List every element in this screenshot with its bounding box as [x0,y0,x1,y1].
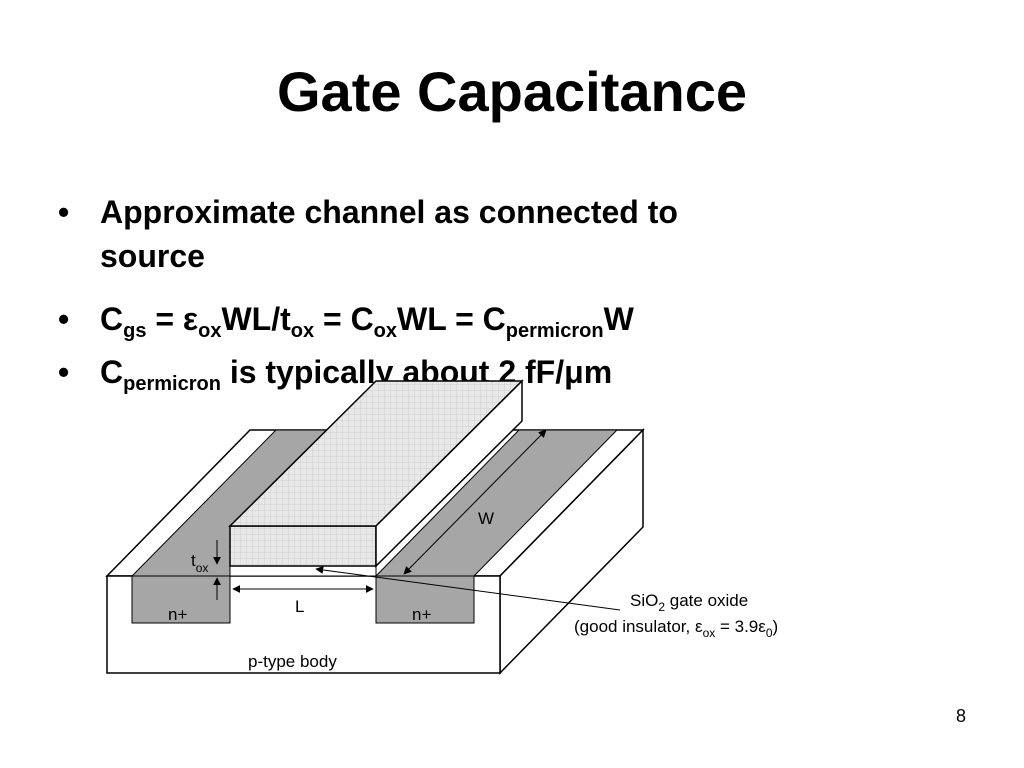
eq-c: C [100,301,124,337]
oxide-label-line-2: (good insulator, εox = 3.9ε0) [574,617,778,640]
bullet-text: Approximate channel as connected to sour… [100,190,678,278]
bullet-text-line-2: source [100,238,205,274]
bullet-text-line-1: Approximate channel as connected to [100,194,678,230]
label-tox-sub: ox [196,561,209,575]
oxide-good-insulator: (good insulator, [574,617,695,636]
page-number: 8 [955,706,966,726]
eq-tox-sub: ox [290,320,315,342]
oxide-equals: = 3.9 [715,617,758,636]
dimension-tox: tox [191,540,221,600]
label-p-type-body: p-type body [248,652,337,671]
slide-title: Gate Capacitance [277,60,747,123]
bullet-marker: • [58,194,70,230]
oxide-callout: SiO2 gate oxide (good insulator, εox = 3… [315,565,778,640]
label-w: W [478,509,494,528]
oxide-eps0-sub: 0 [766,626,773,640]
eq-w: W [603,301,634,337]
cgs-equation: Cgs = εoxWL/tox = CoxWL = CpermicronW [100,297,634,341]
oxide-label-line-1: SiO2 gate oxide [630,591,748,614]
eq-wl-equals: WL = C [397,301,506,337]
oxide-gate-oxide: gate oxide [665,591,748,610]
oxide-sio-sub: 2 [658,600,665,614]
bullet-marker: • [58,301,70,337]
label-tox-t: t [191,551,196,570]
eq-epsilon: ε [182,301,199,337]
eq-gs-sub: gs [123,320,147,342]
eq-ox-sub: ox [198,320,222,342]
dimension-l: L [232,585,374,616]
w-dimension-arrow [403,429,547,575]
oxide-leader-line [315,565,621,611]
b3-permicron-sub: permicron [123,373,221,395]
oxide-close-paren: ) [773,617,779,636]
eq-equals-2: = C [314,301,374,337]
eq-wl-over-t: WL/t [221,301,291,337]
eq-permicron-sub: permicron [505,320,604,342]
oxide-eps: ε [695,617,703,636]
eq-equals-1: = [146,301,183,337]
label-l: L [295,597,304,616]
label-tox: tox [191,551,208,575]
oxide-eps-sub: ox [703,626,716,640]
label-n-plus-source: n+ [168,605,187,624]
cpermicron-text: Cpermicron is typically about 2 fF/μm [100,350,612,394]
b3-mu: μ [564,354,584,390]
eq-cox-sub: ox [373,320,398,342]
gate-front-face [229,525,377,567]
b3-rest-b: m [583,354,613,390]
b3-c: C [100,354,124,390]
label-n-plus-drain: n+ [412,605,431,624]
dimension-w: W [403,429,547,575]
oxide-sio: SiO [630,591,658,610]
oxide-eps0: ε [758,617,766,636]
bullet-marker: • [58,354,70,390]
